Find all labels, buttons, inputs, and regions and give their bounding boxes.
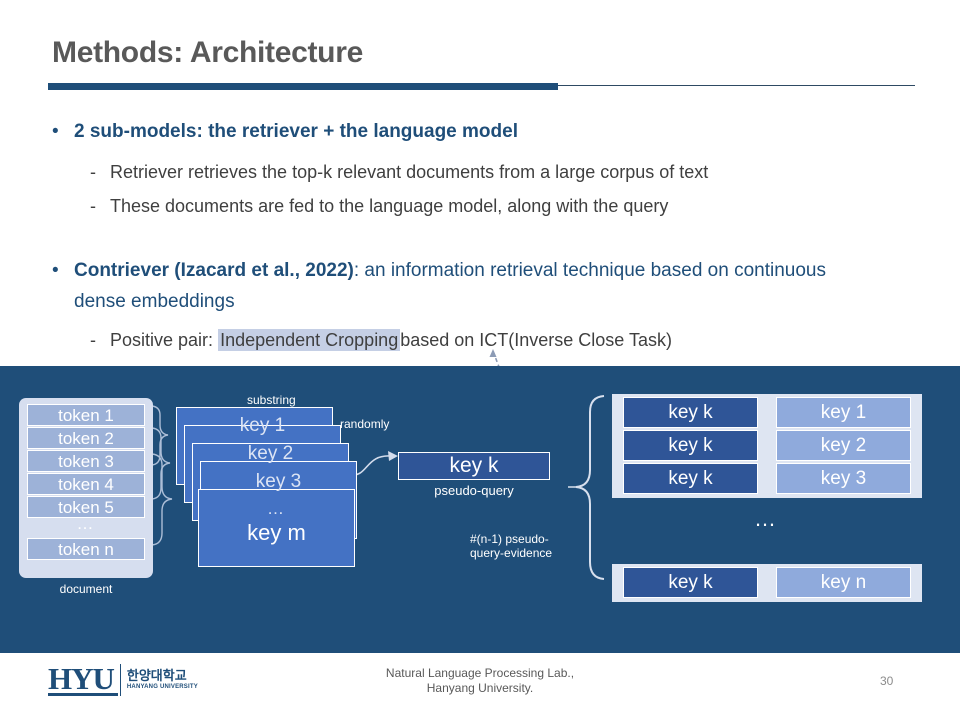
logo-korean-block: 한양대학교 HANYANG UNIVERSITY: [119, 664, 198, 696]
bullet-level2-1: - Retriever retrieves the top-k relevant…: [90, 159, 708, 185]
pair-panel-bottom: key k key n: [612, 564, 922, 602]
substring-key-label: key 3: [255, 471, 302, 492]
callout-arrow-icon: [489, 349, 503, 376]
bullet-level2-2-text: These documents are fed to the language …: [110, 196, 669, 216]
bullet-marker: •: [52, 121, 59, 142]
dash-marker: -: [90, 330, 96, 350]
substring-card: [198, 489, 355, 567]
footer-line1: Natural Language Processing Lab.,: [385, 666, 575, 680]
bullet-level2-2: - These documents are fed to the languag…: [90, 193, 668, 219]
substring-label: substring: [247, 393, 296, 407]
contriever-description: : an information retrieval technique bas…: [74, 260, 826, 312]
bullet-level1-2-text: Contriever (Izacard et al., 2022): an in…: [74, 255, 862, 317]
pair-row: key k key 1: [615, 397, 919, 428]
pair-cell-left: key k: [623, 463, 758, 494]
pair-cell-right: key n: [776, 567, 911, 598]
pair-cell-right: key 2: [776, 430, 911, 461]
bullet-level2-1-text: Retriever retrieves the top-k relevant d…: [110, 162, 709, 182]
footer-line2: Hanyang University.: [426, 681, 534, 695]
page-number: 30: [880, 674, 894, 688]
logo-korean-name: 한양대학교: [126, 668, 187, 683]
pair-cell-left: key k: [623, 567, 758, 598]
contriever-citation: Contriever (Izacard et al., 2022): [74, 260, 354, 281]
token-item: token 1: [27, 404, 145, 426]
page-title: Methods: Architecture: [52, 36, 363, 69]
document-box: token 1 token 2 token 3 token 4 token 5 …: [19, 398, 153, 578]
pair-cell-right: key 3: [776, 463, 911, 494]
pair-panel-top: key k key 1 key k key 2 key k key 3: [612, 394, 922, 498]
pseudo-query-caption: pseudo-query: [434, 483, 514, 498]
bullet-level1-1-text: 2 sub-models: the retriever + the langua…: [74, 121, 518, 142]
independent-cropping-highlight: Independent Cropping: [218, 329, 401, 351]
bullet-marker: •: [52, 260, 59, 281]
dash-marker: -: [90, 162, 96, 182]
hyu-logo: HYU 한양대학교 HANYANG UNIVERSITY: [48, 663, 198, 696]
pair-row: key k key 2: [615, 430, 919, 461]
footer-affiliation: Natural Language Processing Lab., Hanyan…: [330, 666, 630, 696]
positive-pair-suffix: based on ICT(Inverse Close Task): [400, 330, 673, 350]
title-rule-thin: [558, 85, 915, 86]
document-label: document: [59, 582, 113, 596]
substring-key-label: key 2: [247, 443, 294, 464]
pair-row: key k key n: [615, 567, 919, 598]
positive-pair-prefix: Positive pair:: [110, 330, 214, 350]
pair-ellipsis: …: [754, 506, 780, 531]
architecture-diagram: token 1 token 2 token 3 token 4 token 5 …: [0, 366, 960, 650]
dash-marker: -: [90, 196, 96, 216]
token-item: token n: [27, 538, 145, 560]
pair-cell-left: key k: [623, 430, 758, 461]
pair-cell-left: key k: [623, 397, 758, 428]
substring-key-label: key 1: [239, 415, 286, 436]
evidence-label-line1: #(n-1) pseudo-: [470, 532, 549, 546]
pseudo-query-box: key k: [398, 452, 550, 480]
pseudo-query-evidence-label: #(n-1) pseudo- query-evidence: [470, 532, 580, 560]
footer-rule: [0, 650, 960, 653]
token-item: token 2: [27, 427, 145, 449]
token-item: token 5: [27, 496, 145, 518]
evidence-label-line2: query-evidence: [470, 546, 553, 560]
logo-wordmark: HYU: [48, 663, 118, 696]
logo-english-name: HANYANG UNIVERSITY: [126, 684, 198, 690]
token-ellipsis: …: [76, 514, 96, 533]
token-item: token 3: [27, 450, 145, 472]
pair-row: key k key 3: [615, 463, 919, 494]
pair-cell-right: key 1: [776, 397, 911, 428]
title-rule-thick: [48, 83, 558, 90]
token-item: token 4: [27, 473, 145, 495]
bullet-level1-1: • 2 sub-models: the retriever + the lang…: [52, 118, 872, 145]
bullet-level1-2: • Contriever (Izacard et al., 2022): an …: [52, 255, 862, 317]
substring-key-label: key m: [247, 520, 306, 545]
substring-key-ellipsis: …: [267, 499, 286, 518]
randomly-label: randomly: [340, 417, 390, 431]
